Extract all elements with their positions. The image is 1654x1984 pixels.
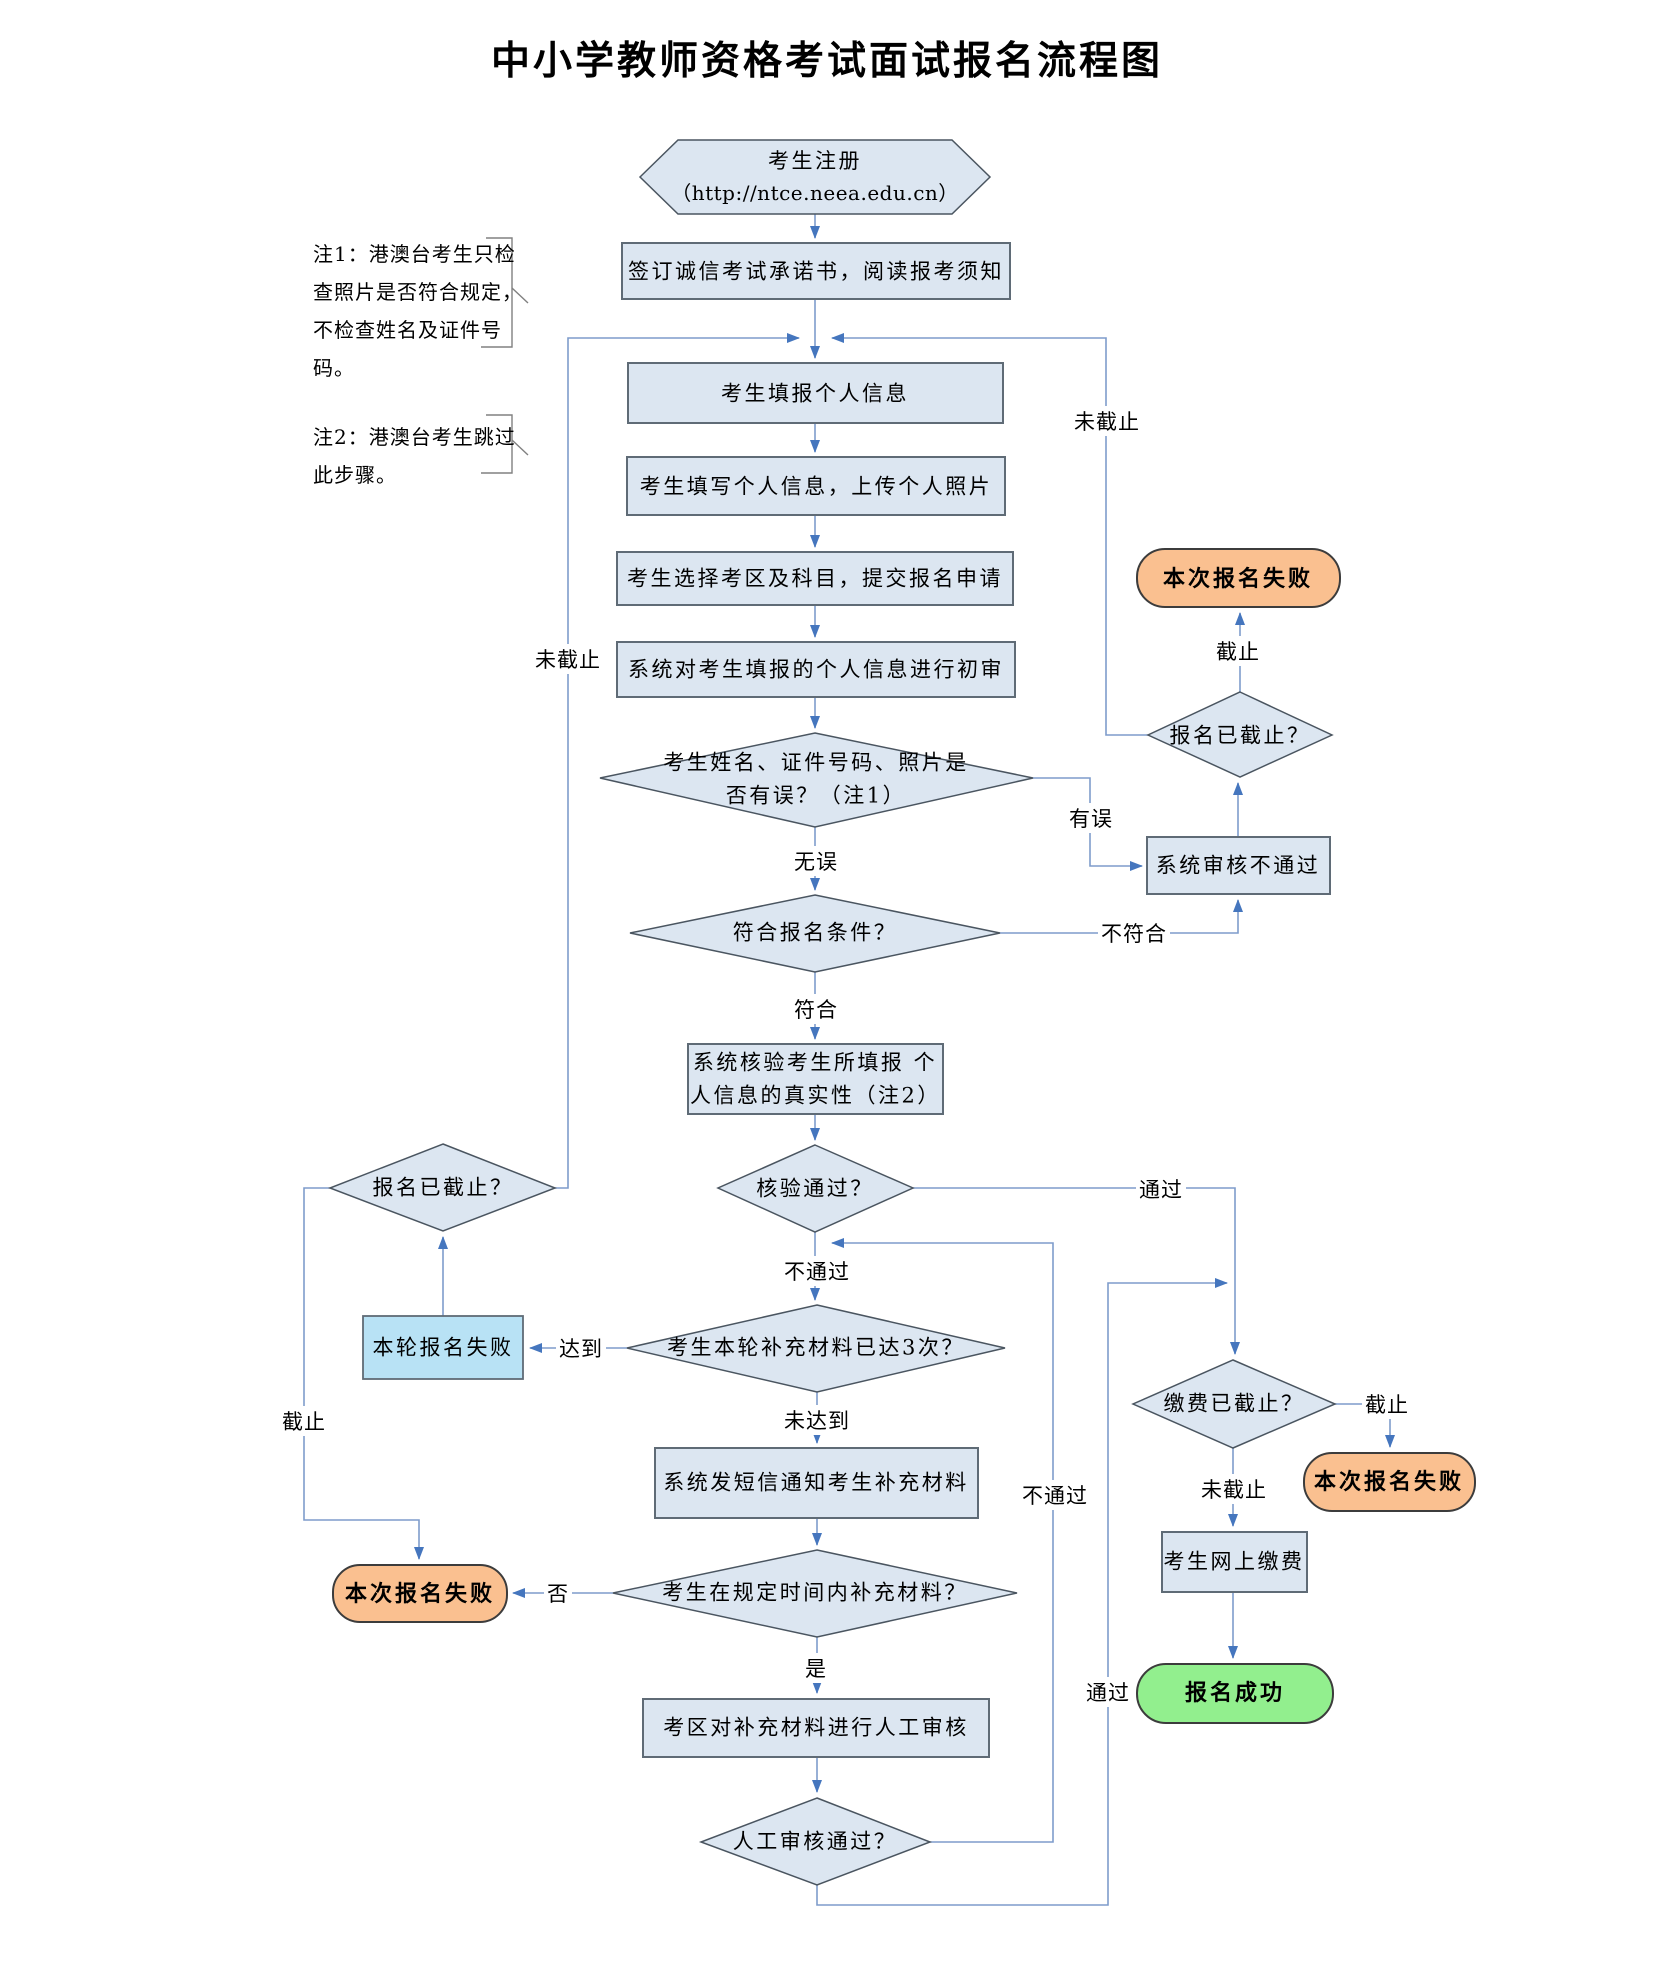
edge-label-supply-yes: 是: [802, 1653, 830, 1683]
edge-label-notclosed-left: 未截止: [532, 644, 604, 674]
manual-pass-label: 人工审核通过？: [732, 1829, 898, 1854]
initial-review-label: 系统对考生填报的个人信息进行初审: [628, 657, 1004, 682]
fail-left-label: 本次报名失败: [344, 1580, 496, 1607]
edge-manual-yes: [816, 1278, 1228, 1906]
meet-cond-diamond: [629, 894, 1001, 973]
edge-loop-right-notclosed: [831, 333, 1148, 736]
closed-right-diamond: [1146, 691, 1334, 778]
sign-box: [621, 242, 1011, 300]
edge-label-manual-no: 不通过: [1019, 1480, 1091, 1510]
supply-in-time-label: 考生在规定时间内补充材料？: [662, 1580, 968, 1605]
verify-pass-label: 核验通过？: [756, 1176, 874, 1201]
note1-text: 注1：港澳台考生只检查照片是否符合规定，不检查姓名及证件号码。: [313, 242, 523, 380]
edge-label-supply-no: 否: [544, 1578, 572, 1608]
initial-review-box: [616, 641, 1016, 698]
edge-label-fee-closed-yes: 截止: [1362, 1389, 1412, 1419]
success-label: 报名成功: [1184, 1679, 1286, 1706]
success-pill: [1136, 1663, 1334, 1724]
choose-label: 考生选择考区及科目，提交报名申请: [627, 566, 1003, 591]
fail-top-label: 本次报名失败: [1162, 565, 1314, 592]
edge-label-closed-left: 截止: [279, 1406, 329, 1436]
edge-label-not-reached: 未达到: [781, 1405, 853, 1435]
edge-closedleft-failleft: [303, 1187, 424, 1560]
fill-info-box: [627, 362, 1004, 424]
meet-cond-label: 符合报名条件？: [732, 920, 898, 945]
fill-upload-box: [626, 456, 1006, 516]
edge-label-manual-yes: 通过: [1083, 1677, 1133, 1707]
note1-bracket: [481, 237, 513, 348]
pay-box: [1161, 1531, 1308, 1593]
edge-label-notclosed-right: 未截止: [1071, 406, 1143, 436]
choose-box: [616, 551, 1014, 606]
pay-label: 考生网上缴费: [1163, 1549, 1305, 1574]
edge-loop-left-notclosed: [555, 333, 800, 1189]
fill-upload-label: 考生填写个人信息，上传个人照片: [639, 474, 993, 499]
edge-label-cond-no: 不符合: [1098, 918, 1170, 948]
round-fail-box: [362, 1315, 524, 1380]
edge-label-verify-yes: 通过: [1136, 1174, 1186, 1204]
edge-cond-no: [1000, 899, 1243, 934]
supp-three-label: 考生本轮补充材料已达3次？: [667, 1335, 965, 1360]
fail-top-pill: [1136, 548, 1341, 608]
closed-left-diamond: [327, 1143, 558, 1232]
verify-label: 系统核验考生所填报 个人信息的真实性（注2）: [690, 1050, 941, 1107]
edge-verifypass-yes: [913, 1187, 1240, 1355]
register-title: 考生注册: [767, 149, 862, 174]
register-label: 考生注册 （http://ntce.neea.edu.cn）: [671, 145, 959, 209]
edge-label-error-yes: 有误: [1066, 803, 1116, 833]
fee-closed-label: 缴费已截止？: [1163, 1391, 1305, 1416]
manual-review-label: 考区对补充材料进行人工审核: [663, 1715, 969, 1740]
fail-left-pill: [332, 1564, 508, 1623]
edge-manual-no-loop: [831, 1238, 1054, 1843]
check-error-label: 考生姓名、证件号码、照片是否有误？（注1）: [663, 750, 969, 807]
verify-box: [687, 1043, 944, 1115]
sys-fail-label: 系统审核不通过: [1155, 853, 1321, 878]
page-title: 中小学教师资格考试面试报名流程图: [490, 38, 1163, 84]
register-hexagon: [638, 139, 992, 215]
closed-right-label: 报名已截止？: [1169, 723, 1311, 748]
fail-right-pill: [1303, 1452, 1476, 1512]
sms-label: 系统发短信通知考生补充材料: [663, 1470, 969, 1495]
sys-fail-box: [1146, 836, 1331, 895]
manual-pass-diamond: [698, 1797, 933, 1886]
note1-bracket-tick: [511, 287, 529, 304]
edge-label-error-no: 无误: [791, 846, 841, 876]
note2-text: 注2：港澳台考生跳过此步骤。: [313, 425, 516, 487]
note2-bracket: [481, 414, 513, 474]
register-url: （http://ntce.neea.edu.cn）: [671, 180, 959, 205]
supp-three-diamond: [626, 1304, 1006, 1393]
verify-pass-diamond: [716, 1144, 915, 1233]
check-error-diamond: [599, 732, 1034, 828]
sms-box: [654, 1447, 979, 1519]
edge-label-verify-no: 不通过: [781, 1256, 853, 1286]
supply-in-time-diamond: [612, 1549, 1018, 1638]
nodes: [327, 139, 1476, 1886]
edge-label-reached: 达到: [556, 1333, 606, 1363]
fee-closed-diamond: [1131, 1359, 1337, 1449]
fill-info-label: 考生填报个人信息: [721, 381, 909, 406]
closed-left-label: 报名已截止？: [372, 1175, 514, 1200]
note-brackets: [481, 237, 529, 474]
edge-label-cond-yes: 符合: [791, 994, 841, 1024]
edge-label-closed-top-right: 截止: [1213, 636, 1263, 666]
fail-right-label: 本次报名失败: [1313, 1468, 1465, 1495]
manual-review-box: [642, 1698, 990, 1758]
note2-bracket-tick: [511, 439, 529, 456]
edge-label-fee-not-closed: 未截止: [1198, 1474, 1270, 1504]
round-fail-label: 本轮报名失败: [372, 1335, 514, 1360]
sign-label: 签订诚信考试承诺书，阅读报考须知: [628, 259, 1004, 284]
